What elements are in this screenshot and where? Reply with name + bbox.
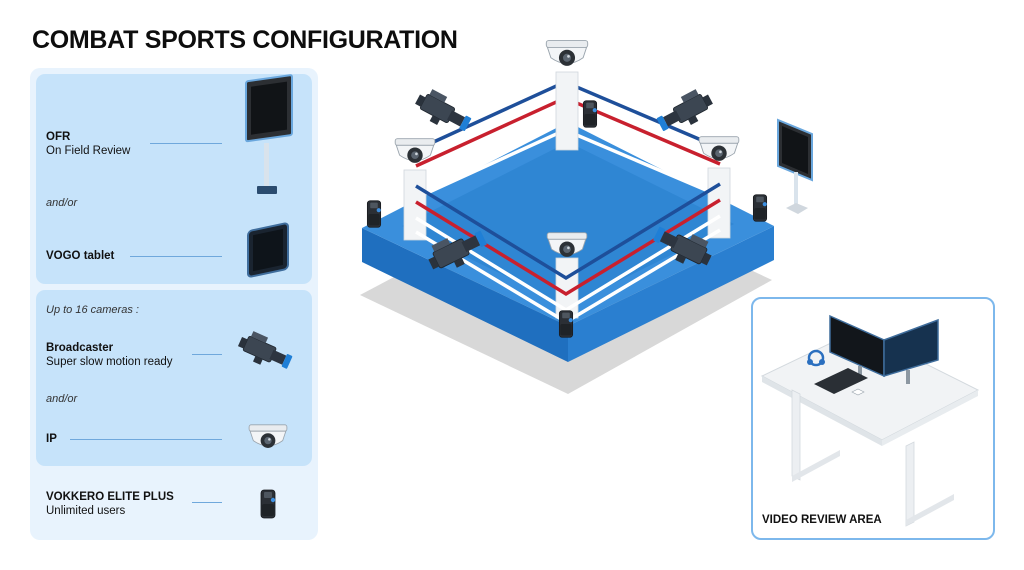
monitor-icon [245,74,293,194]
tablet-leader-line [130,256,222,257]
ring-broadcast-camera-back-left [410,84,476,139]
vokkero-name: VOKKERO ELITE PLUS [46,491,174,503]
ip-leader-line [70,439,222,440]
andor-label-2: and/or [46,393,78,405]
ring-radio-back [582,100,598,128]
cameras-note: Up to 16 cameras : [46,304,139,316]
video-review-area-label: VIDEO REVIEW AREA [762,514,882,526]
broadcast-camera-icon [234,327,296,376]
broadcaster-name: Broadcaster [46,342,114,354]
vokkero-leader-line [192,502,222,503]
ring-ofr-monitor [777,118,813,214]
desk-workstation-icon [760,314,980,527]
ip-name: IP [46,433,57,445]
page-title: COMBAT SPORTS CONFIGURATION [32,26,458,54]
legend-item-broadcaster: Broadcaster Super slow motion ready [46,341,173,369]
tablet-name: VOGO tablet [46,250,115,262]
radio-headset-icon [260,489,276,519]
legend-item-tablet: VOGO tablet [46,249,114,263]
ring-broadcast-camera-back-right [652,84,718,139]
legend-item-ofr: OFR On Field Review [46,130,130,158]
tablet-icon [247,222,289,278]
legend-item-ip: IP [46,432,57,446]
andor-label-1: and/or [46,197,78,209]
broadcaster-desc: Super slow motion ready [46,356,173,368]
ring-radio-left [366,200,382,228]
dome-camera-icon [248,424,288,449]
ofr-leader-line [150,143,222,144]
broadcaster-leader-line [192,354,222,355]
ofr-name: OFR [46,131,71,143]
ring-radio-right [752,194,768,222]
ofr-desc: On Field Review [46,145,131,157]
ring-radio-front [558,310,574,338]
vokkero-desc: Unlimited users [46,505,126,517]
legend-item-vokkero: VOKKERO ELITE PLUS Unlimited users [46,490,174,518]
ring-dome-camera-top [545,39,589,67]
